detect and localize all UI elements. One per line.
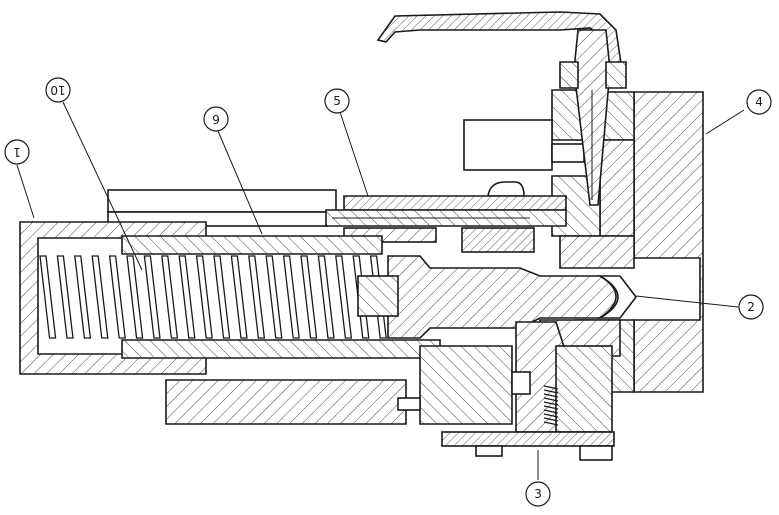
spring-coil (91, 255, 109, 339)
balloon-3: 3 (525, 481, 551, 507)
small-spring-coil (543, 405, 559, 410)
spring-guide-tube (121, 235, 441, 359)
spring-coil (39, 255, 57, 339)
balloon-4-label: 4 (755, 95, 763, 109)
bottom-clamp (165, 321, 615, 461)
leader-lines (16, 101, 745, 480)
balloon-6: 6 (203, 106, 229, 132)
balloon-2: 2 (738, 294, 764, 320)
spring-coil (74, 255, 92, 339)
balloon-6-label: 6 (212, 112, 220, 126)
small-spring-coil (543, 397, 559, 402)
spring-coil (317, 255, 335, 339)
set-screw-spring (543, 385, 559, 426)
small-spring-coil (543, 421, 559, 426)
spring-coil (300, 255, 318, 339)
balloon-4: 4 (746, 89, 772, 115)
spring-coil (282, 255, 300, 339)
balloon-1-label: 1 (13, 145, 21, 159)
small-spring-coil (543, 385, 559, 390)
small-spring-coil (543, 393, 559, 398)
small-spring-coil (543, 413, 559, 418)
plunger (357, 255, 638, 339)
upper-slider (325, 195, 567, 253)
small-spring-coil (543, 401, 559, 406)
balloon-10: 10 (45, 77, 71, 103)
spring-coil (265, 255, 283, 339)
spring-coil (230, 255, 248, 339)
spring-coil (213, 255, 231, 339)
balloon-2-label: 2 (747, 300, 755, 314)
compression-spring (39, 255, 387, 339)
spring-coil (178, 255, 196, 339)
spring-coil (248, 255, 266, 339)
spring-coil (56, 255, 74, 339)
small-spring-coil (543, 409, 559, 414)
spring-coil (126, 255, 144, 339)
spring-coil (143, 255, 161, 339)
spring-coil (108, 255, 126, 339)
small-spring-coil (543, 389, 559, 394)
lever-handle (376, 11, 627, 206)
spring-coil (335, 255, 353, 339)
spring-coil (161, 255, 179, 339)
balloon-5-label: 5 (333, 94, 341, 108)
balloon-3-label: 3 (534, 487, 542, 501)
balloon-5: 5 (324, 88, 350, 114)
balloon-10-label: 10 (50, 83, 65, 97)
spring-coil (195, 255, 213, 339)
small-spring-coil (543, 417, 559, 422)
balloon-1: 1 (4, 139, 30, 165)
